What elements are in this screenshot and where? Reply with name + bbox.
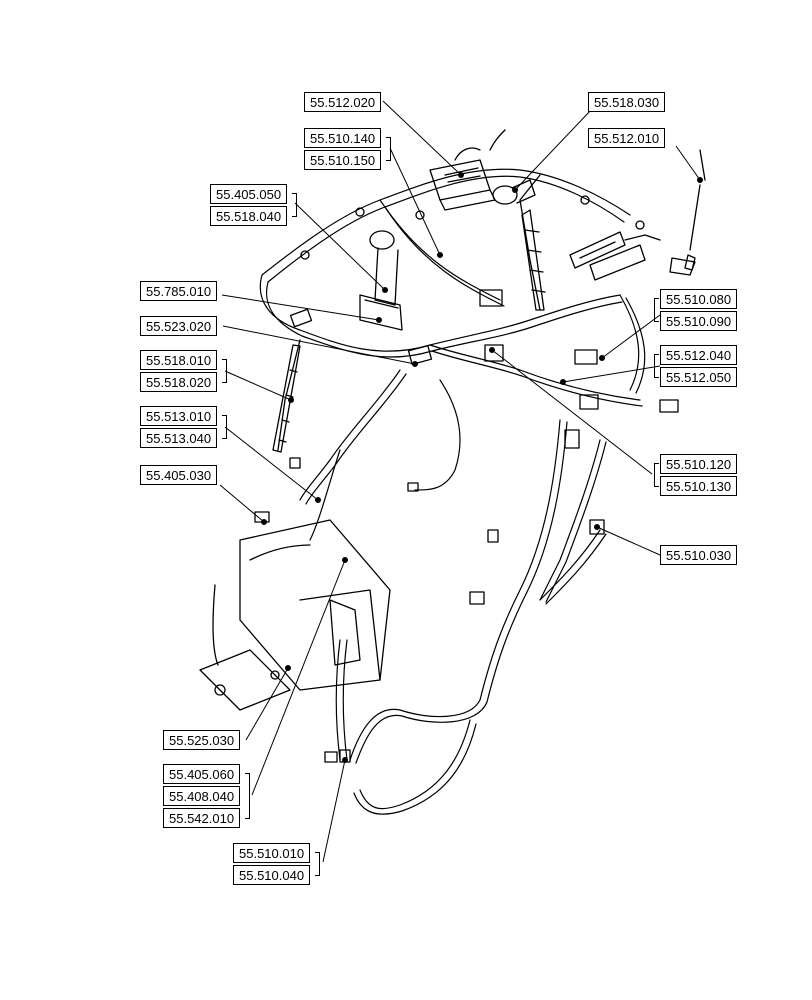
part-label: 55.510.010 [233, 843, 311, 863]
part-label: 55.518.020 [140, 372, 218, 392]
group-bracket [654, 298, 659, 322]
part-label: 55.510.090 [660, 311, 738, 331]
part-label: 55.525.030 [163, 730, 241, 750]
part-label: 55.510.140 [304, 128, 382, 148]
part-label: 55.518.010 [140, 350, 218, 370]
part-label: 55.518.030 [588, 92, 666, 112]
part-label: 55.523.020 [140, 316, 218, 336]
part-label: 55.512.040 [660, 345, 738, 365]
part-label: 55.408.040 [163, 786, 241, 806]
part-label: 55.510.040 [233, 865, 311, 885]
switch-cluster [359, 230, 403, 331]
antenna [669, 149, 706, 276]
group-bracket [245, 773, 250, 819]
hvac-box [199, 519, 391, 711]
group-bracket [386, 137, 391, 161]
leader-lines [219, 100, 703, 863]
part-label: 55.512.050 [660, 367, 738, 387]
group-bracket [315, 852, 320, 876]
part-label: 55.510.130 [660, 476, 738, 496]
part-label: 55.405.050 [210, 184, 288, 204]
part-label: 55.510.080 [660, 289, 738, 309]
part-label: 55.518.040 [210, 206, 288, 226]
part-label: 55.542.010 [163, 808, 241, 828]
part-label: 55.510.150 [304, 150, 382, 170]
dome-light [569, 231, 661, 281]
part-label: 55.513.040 [140, 428, 218, 448]
part-label: 55.405.030 [140, 465, 218, 485]
part-label: 55.785.010 [140, 281, 218, 301]
roof-harness [259, 168, 646, 407]
left-harness [299, 369, 461, 761]
wiper-blade-top [519, 174, 546, 311]
part-label: 55.405.060 [163, 764, 241, 784]
group-bracket [222, 415, 227, 439]
group-bracket [654, 463, 659, 487]
part-label: 55.512.010 [588, 128, 666, 148]
group-bracket [654, 354, 659, 378]
part-label: 55.513.010 [140, 406, 218, 426]
part-label: 55.510.030 [660, 545, 738, 565]
pillar-harness [349, 419, 607, 815]
part-label: 55.512.020 [304, 92, 382, 112]
wiper-blade-left [272, 339, 301, 453]
group-bracket [222, 359, 227, 383]
connectors [254, 195, 679, 763]
part-label: 55.510.120 [660, 454, 738, 474]
group-bracket [292, 193, 297, 217]
